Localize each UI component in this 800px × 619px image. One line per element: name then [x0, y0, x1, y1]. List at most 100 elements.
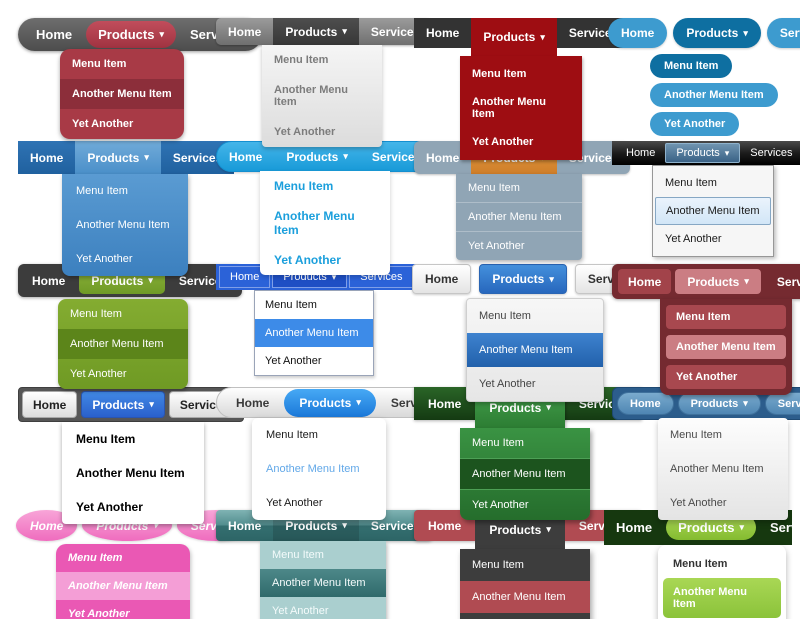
dropdown-item-highlighted[interactable]: Another Menu Item — [655, 197, 771, 225]
nav-item-products[interactable]: Products ▾ — [471, 18, 557, 56]
dropdown-item[interactable]: Yet Another — [666, 365, 786, 389]
dropdown-item[interactable]: Another Menu Item — [456, 202, 582, 231]
nav-item-home[interactable]: Home — [217, 142, 274, 171]
dropdown-item[interactable]: Yet Another — [456, 231, 582, 260]
nav-item-services[interactable]: Services — [758, 510, 800, 545]
nav-item-services[interactable]: Services — [161, 141, 234, 174]
nav-item-products[interactable]: Products ▾ — [274, 142, 360, 171]
nav-item-services[interactable]: Services — [740, 141, 800, 165]
dropdown-item[interactable]: Menu Item — [274, 179, 334, 193]
nav-item-home[interactable]: Home — [22, 391, 78, 418]
dropdown-item[interactable]: Menu Item — [472, 437, 524, 449]
dropdown-item-highlighted[interactable]: Another Menu Item — [58, 329, 188, 359]
dropdown-item[interactable]: Another Menu Item — [76, 219, 170, 231]
dropdown-item[interactable]: Menu Item — [274, 54, 329, 66]
dropdown-item[interactable]: Menu Item — [472, 68, 527, 80]
dropdown-item[interactable]: Yet Another — [650, 112, 740, 136]
nav-item-products[interactable]: Products ▾ — [479, 264, 567, 294]
dropdown-item[interactable]: Menu Item — [72, 58, 127, 70]
nav-item-products[interactable]: Products ▾ — [81, 391, 165, 418]
dropdown-item[interactable]: Yet Another — [479, 378, 536, 390]
nav-item-home[interactable]: Home — [18, 141, 75, 174]
dropdown-item[interactable]: Yet Another — [472, 136, 534, 148]
dropdown-item[interactable]: Yet Another — [665, 233, 722, 245]
dropdown-item[interactable]: Menu Item — [68, 552, 123, 564]
nav-item-products[interactable]: Products ▾ — [273, 18, 359, 45]
nav-item-home[interactable]: Home — [618, 269, 672, 294]
nav-item-products[interactable]: Products ▾ — [284, 388, 376, 417]
dropdown-item-highlighted[interactable]: Another Menu Item — [460, 458, 590, 490]
dropdown-item[interactable]: Yet Another — [670, 497, 727, 509]
dropdown-item[interactable]: Another Menu Item — [274, 209, 355, 237]
nav-item-services[interactable]: Services — [764, 392, 800, 415]
dropdown-item-highlighted[interactable]: Menu Item — [650, 54, 733, 78]
nav-item-home[interactable]: Home — [414, 510, 475, 541]
dropdown-item[interactable]: Yet Another — [274, 126, 336, 138]
dropdown-item[interactable]: Another Menu Item — [650, 83, 778, 107]
nav-item-services[interactable]: Services — [765, 264, 800, 299]
nav-item-products[interactable]: Products ▾ — [86, 21, 176, 48]
nav-item-products[interactable]: Products ▾ — [75, 141, 161, 174]
dropdown-item[interactable]: Yet Another — [265, 355, 322, 367]
dropdown-item[interactable]: Menu Item — [76, 185, 128, 197]
nav-item-home[interactable]: Home — [219, 266, 271, 288]
dropdown-item[interactable]: Menu Item — [479, 310, 531, 322]
dropdown-item-highlighted[interactable]: Another Menu Item — [56, 572, 190, 600]
dropdown-item[interactable]: Menu Item — [76, 432, 136, 446]
dropdown-item[interactable]: Menu Item — [665, 177, 717, 189]
nav-item-services[interactable]: Services — [360, 142, 433, 171]
dropdown-item-highlighted[interactable]: Another Menu Item — [666, 335, 786, 359]
nav-item-home[interactable]: Home — [20, 264, 77, 297]
nav-item-home[interactable]: Home — [414, 18, 471, 48]
dropdown-item[interactable]: Yet Another — [266, 497, 323, 509]
dropdown-item[interactable]: Another Menu Item — [472, 96, 546, 120]
dropdown-item[interactable]: Menu Item — [673, 558, 728, 570]
dropdown-item-highlighted[interactable]: Another Menu Item — [60, 79, 184, 109]
nav-item-home[interactable]: Home — [216, 510, 273, 541]
nav-item-products[interactable]: Products ▾ — [675, 269, 761, 294]
nav-item-services[interactable]: Services — [167, 264, 240, 297]
nav-item-products[interactable]: Products ▾ — [665, 143, 741, 163]
dropdown-item[interactable]: Yet Another — [68, 608, 130, 619]
nav-item-home[interactable]: Home — [412, 264, 472, 294]
nav-item-home[interactable]: Home — [604, 510, 664, 545]
nav-item-products[interactable]: Products ▾ — [673, 18, 761, 48]
dropdown-item-highlighted[interactable]: Another Menu Item — [266, 463, 360, 475]
dropdown-item[interactable]: Yet Another — [460, 613, 590, 619]
nav-item-services[interactable]: Services — [557, 18, 630, 48]
nav-item-home[interactable]: Home — [414, 141, 471, 174]
dropdown-item[interactable]: Menu Item — [468, 182, 520, 194]
nav-item-services[interactable]: Services — [766, 18, 800, 48]
dropdown-item[interactable]: Yet Another — [70, 368, 127, 380]
nav-item-services[interactable]: Services — [359, 510, 432, 541]
dropdown-item[interactable]: Yet Another — [72, 118, 134, 130]
dropdown-item[interactable]: Menu Item — [70, 308, 122, 320]
nav-item-services[interactable]: Services — [359, 18, 432, 45]
nav-item-home[interactable]: Home — [216, 18, 273, 45]
dropdown-item[interactable]: Another Menu Item — [274, 84, 348, 108]
nav-item-home[interactable]: Home — [617, 392, 674, 415]
dropdown-item[interactable]: Yet Another — [272, 605, 329, 617]
nav-item-home[interactable]: Home — [414, 387, 475, 420]
dropdown-item-highlighted[interactable]: Another Menu Item — [663, 578, 781, 618]
nav-item-products[interactable]: Products ▾ — [677, 392, 761, 415]
dropdown-item[interactable]: Menu Item — [266, 429, 318, 441]
nav-item-home[interactable]: Home — [616, 141, 665, 165]
nav-item-home[interactable]: Home — [608, 18, 668, 48]
dropdown-item[interactable]: Menu Item — [472, 559, 524, 571]
dropdown-item[interactable]: Menu Item — [666, 305, 786, 329]
dropdown-item[interactable]: Yet Another — [76, 253, 133, 265]
dropdown-item-highlighted[interactable]: Another Menu Item — [460, 581, 590, 613]
nav-item-home[interactable]: Home — [221, 388, 284, 417]
dropdown-item[interactable]: Menu Item — [265, 299, 317, 311]
dropdown-item[interactable]: Yet Another — [472, 499, 529, 511]
dropdown-item[interactable]: Menu Item — [272, 549, 324, 561]
dropdown-item-highlighted[interactable]: Another Menu Item — [255, 319, 373, 347]
dropdown-item[interactable]: Yet Another — [274, 253, 341, 267]
nav-item-home[interactable]: Home — [24, 18, 84, 51]
dropdown-item[interactable]: Another Menu Item — [670, 463, 764, 475]
dropdown-item-highlighted[interactable]: Another Menu Item — [467, 333, 603, 367]
dropdown-item[interactable]: Another Menu Item — [76, 466, 185, 480]
dropdown-item-highlighted[interactable]: Another Menu Item — [260, 569, 386, 597]
dropdown-item[interactable]: Yet Another — [76, 500, 143, 514]
